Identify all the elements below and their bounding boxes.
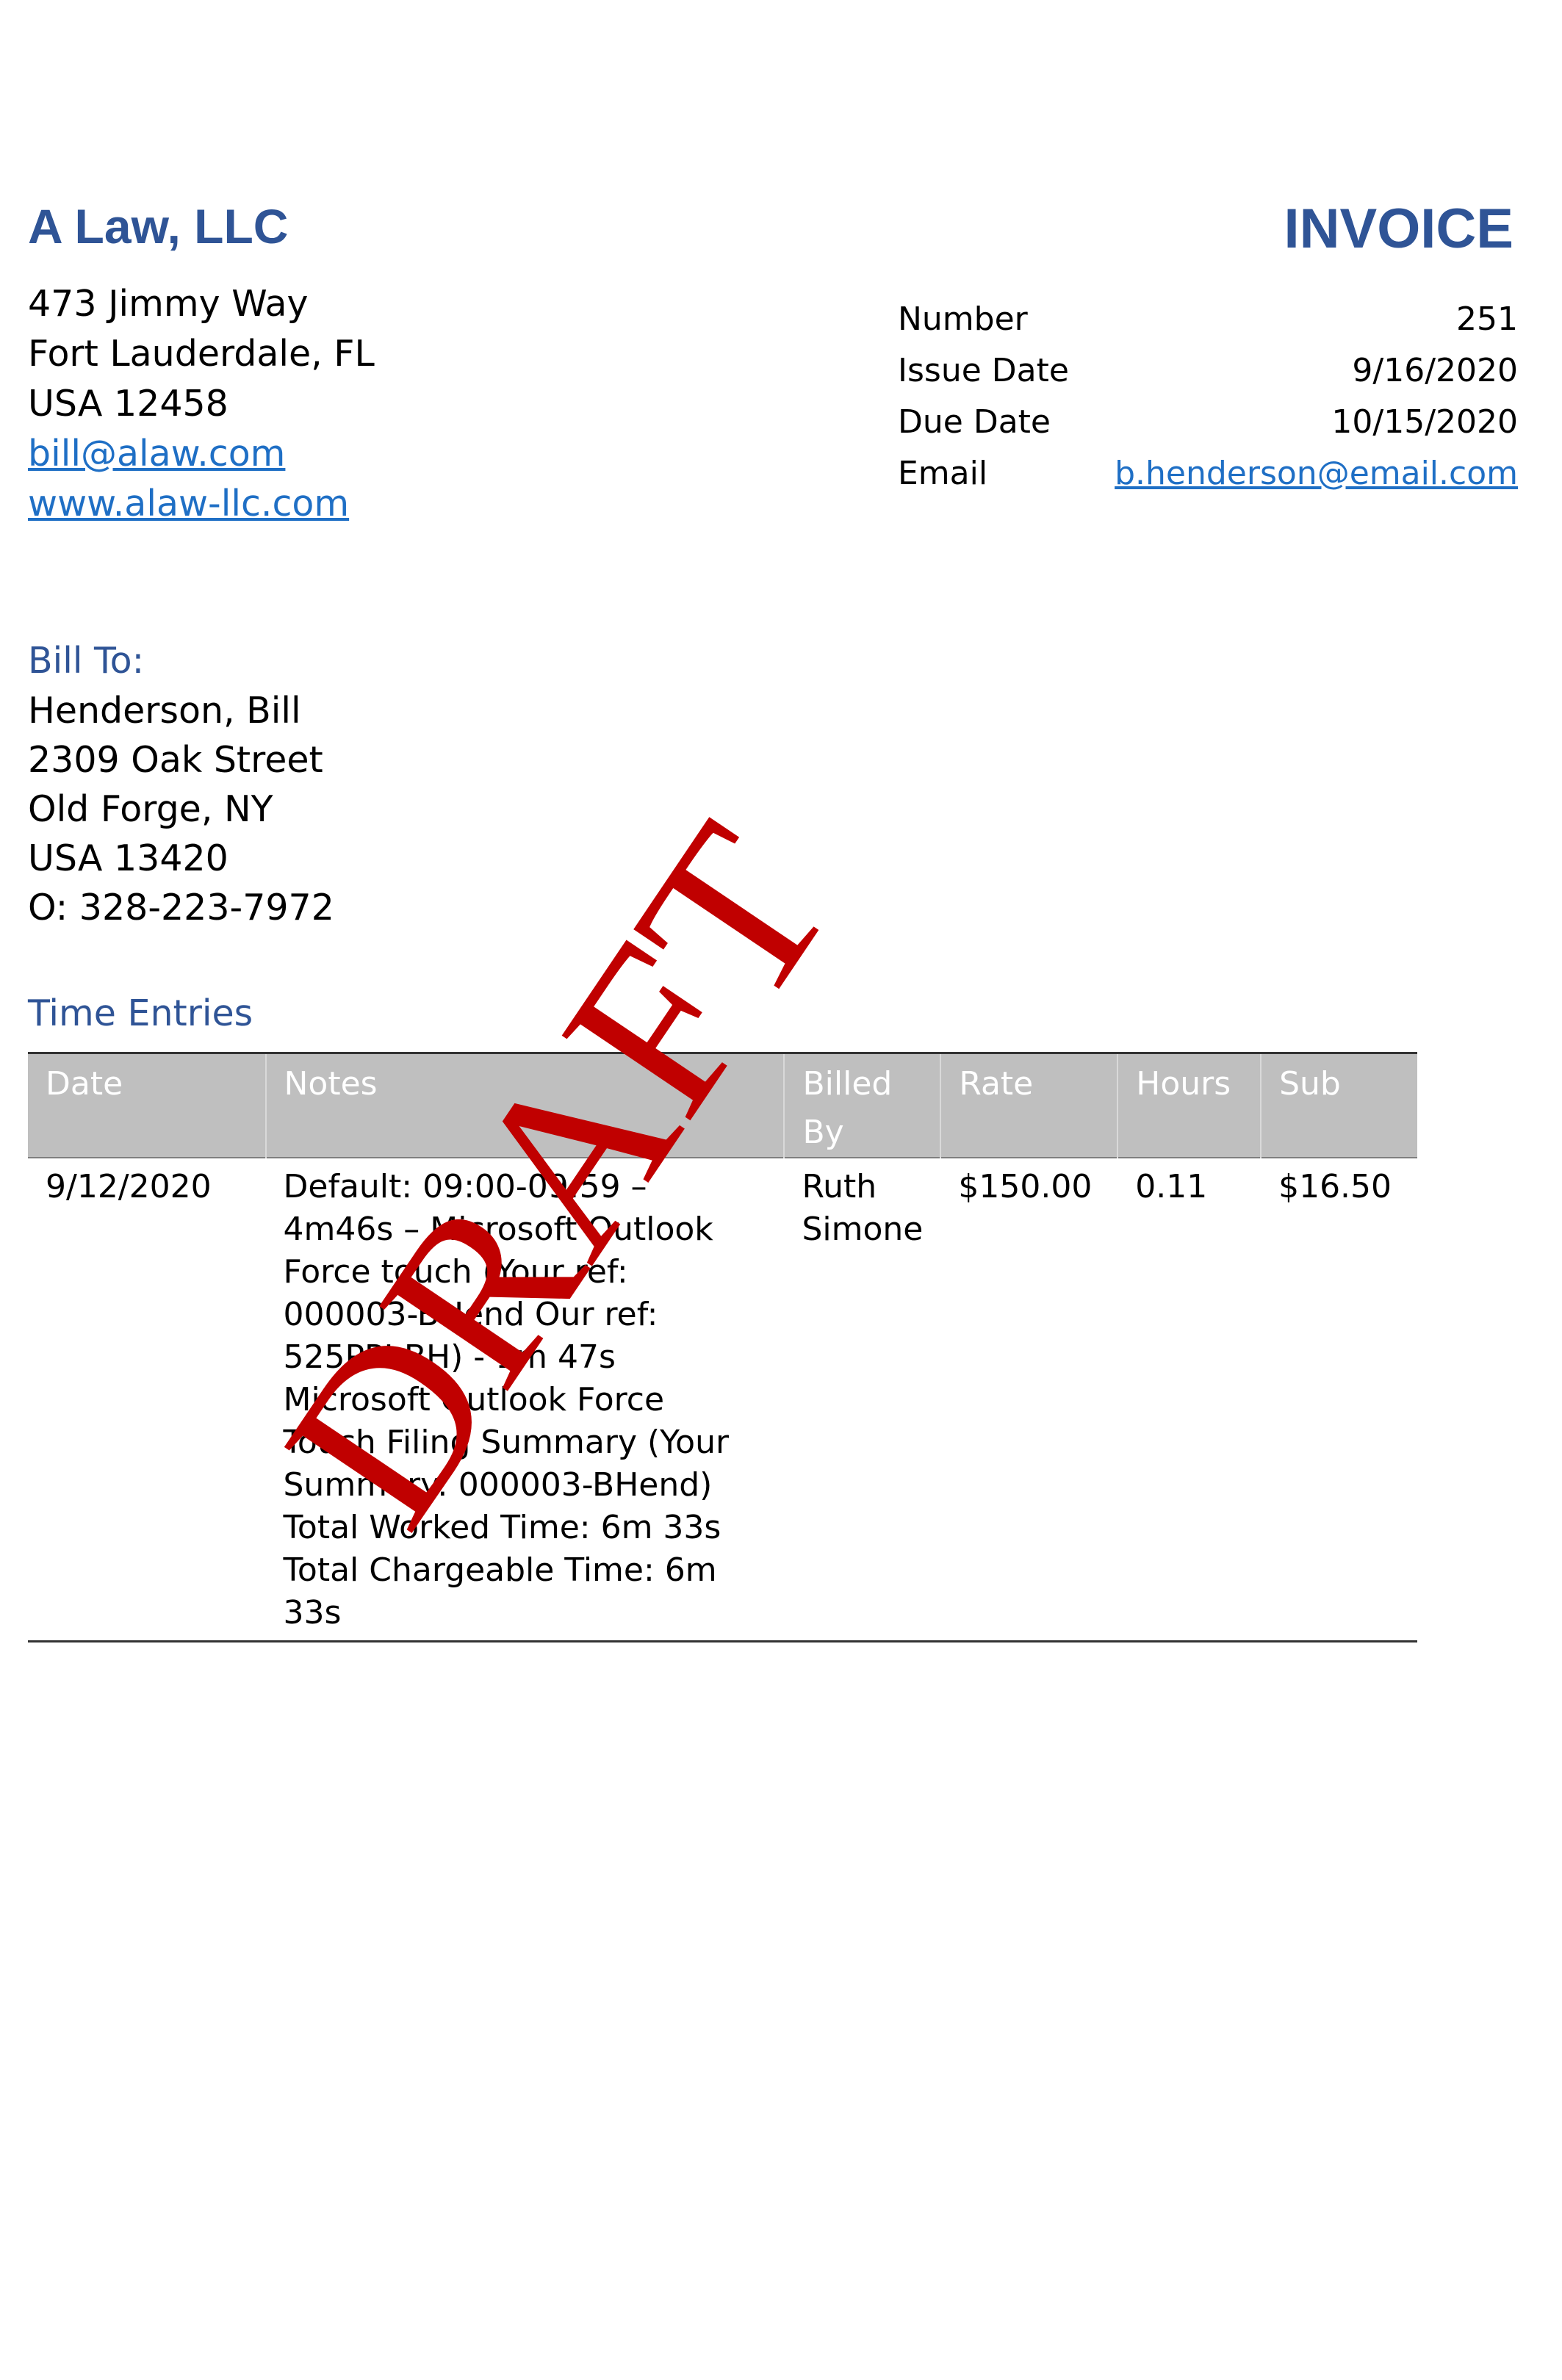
client-address-line1: 2309 Oak Street xyxy=(28,739,323,781)
column-header-date: Date xyxy=(28,1053,267,1158)
invoice-title: INVOICE xyxy=(1284,198,1514,260)
issue-date-row: Issue Date 9/16/2020 xyxy=(898,345,1518,397)
company-name: A Law, LLC xyxy=(28,199,289,253)
company-address-line2: Fort Lauderdale, FL xyxy=(28,333,375,375)
company-address-line3: USA 12458 xyxy=(28,383,228,425)
bill-to-block: Henderson, Bill 2309 Oak Street Old Forg… xyxy=(28,686,334,932)
client-email-link[interactable]: b.henderson@email.com xyxy=(1115,455,1518,492)
client-email-row: Email b.henderson@email.com xyxy=(898,448,1518,500)
invoice-number-value: 251 xyxy=(1456,300,1518,338)
due-date-label: Due Date xyxy=(898,403,1051,441)
client-address-line2: Old Forge, NY xyxy=(28,788,273,830)
invoice-number-label: Number xyxy=(898,300,1028,338)
table-header-row: Date Notes Billed By Rate Hours Sub xyxy=(28,1053,1417,1158)
time-entries-table: Date Notes Billed By Rate Hours Sub 9/12… xyxy=(28,1052,1417,1642)
due-date-row: Due Date 10/15/2020 xyxy=(898,397,1518,448)
entry-date: 9/12/2020 xyxy=(46,1168,212,1205)
invoice-meta: Number 251 Issue Date 9/16/2020 Due Date… xyxy=(898,294,1518,500)
client-email-label: Email xyxy=(898,455,988,492)
column-header-sub: Sub xyxy=(1279,1065,1341,1103)
invoice-number-row: Number 251 xyxy=(898,294,1518,345)
client-address-line3: USA 13420 xyxy=(28,837,228,879)
bill-to-label: Bill To: xyxy=(28,640,145,682)
issue-date-value: 9/16/2020 xyxy=(1352,352,1518,389)
column-header-billed-by: Billed By xyxy=(784,1053,942,1158)
entry-notes: Default: 09:00-09:59 – 4m46s – Microsoft… xyxy=(283,1168,730,1631)
entry-hours: 0.11 xyxy=(1135,1168,1208,1205)
entry-rate: $150.00 xyxy=(958,1168,1093,1205)
issue-date-label: Issue Date xyxy=(898,352,1069,389)
time-entries-title: Time Entries xyxy=(28,992,253,1034)
client-name: Henderson, Bill xyxy=(28,690,301,732)
column-header-rate: Rate xyxy=(940,1053,1119,1158)
client-phone: O: 328-223-7972 xyxy=(28,887,334,928)
entry-billed-by: Ruth Simone xyxy=(802,1168,924,1248)
column-header-notes: Notes xyxy=(265,1053,785,1158)
company-email-link[interactable]: bill@alaw.com xyxy=(28,433,286,475)
column-header-hours: Hours xyxy=(1117,1053,1262,1158)
due-date-value: 10/15/2020 xyxy=(1331,403,1518,441)
table-row: 9/12/2020 Default: 09:00-09:59 – 4m46s –… xyxy=(28,1158,1417,1642)
company-address-line1: 473 Jimmy Way xyxy=(28,283,309,325)
entry-sub: $16.50 xyxy=(1278,1168,1392,1205)
company-address: 473 Jimmy Way Fort Lauderdale, FL USA 12… xyxy=(28,279,375,529)
company-website-link[interactable]: www.alaw-llc.com xyxy=(28,483,350,524)
